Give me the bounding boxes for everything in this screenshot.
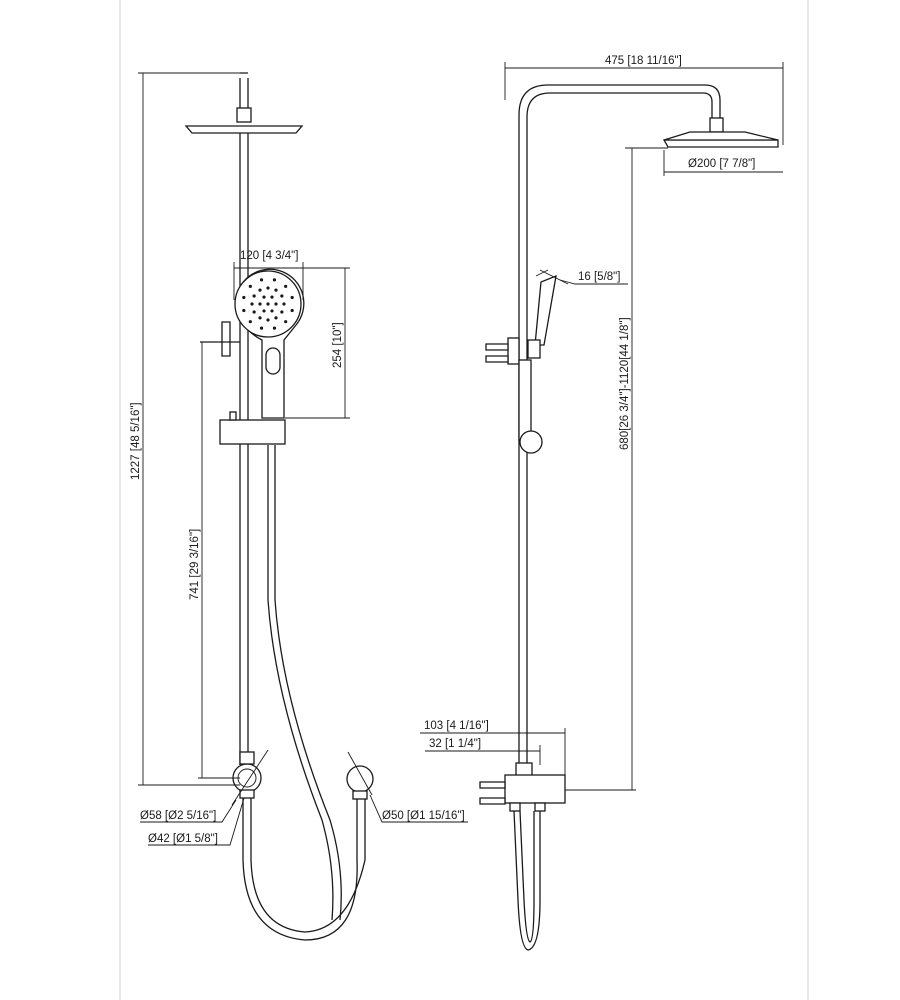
nozzle [266,286,270,290]
thickness-ext [535,269,549,277]
hand-hose [274,445,342,921]
arm-nut [236,107,252,123]
nozzle [284,320,288,324]
handshower-width-label: 120 [4 3/4"] [240,250,298,262]
side-wall-bracket [507,337,520,365]
nozzle [280,310,284,314]
nozzle [259,326,264,330]
head-diameter-label: Ø200 [7 7/8"] [688,158,755,170]
mixer-knobs [479,781,506,805]
mixer-outlet-left [509,802,521,812]
side-hand-shower [534,274,557,346]
side-arm-outer [518,84,721,765]
nozzle [242,295,246,300]
hose-outer [242,798,358,941]
nozzle [290,295,294,300]
side-holder [527,339,541,359]
slider-knob [229,411,237,421]
nozzle [248,284,252,288]
handshower-thickness-label: 16 [5/8"] [578,271,620,283]
slider-holder [219,419,286,445]
nozzle [258,288,262,292]
thickness-leader [559,279,628,285]
nozzle [258,302,262,306]
nozzle [274,316,278,320]
mixer-depth-label: 103 [4 1/16"] [424,720,489,732]
nozzle [266,318,270,322]
side-head-top [663,131,779,141]
nozzle [242,308,246,313]
diverter-connector [239,751,255,765]
nozzle [282,302,286,306]
diverter-outer-label: Ø58 [Ø2 5/16"] [140,810,216,822]
nozzle [252,310,256,314]
hand-shower-button [265,347,281,375]
wall-bracket [221,321,231,357]
hose-inner [250,798,366,933]
nozzle [274,288,278,292]
front-view: Ø50 [Ø1 15/16"] 1227 [48 5/16"] 741 [29 … [130,72,468,941]
nozzle [248,320,252,324]
handshower-height-label: 254 [10"] [332,322,344,368]
side-hose-segment [518,359,532,441]
rain-head [184,125,304,134]
nozzle [280,294,284,298]
elbow-nut [352,790,368,800]
nozzle [259,278,264,282]
diverter-leader-inner [148,797,245,846]
elbow-leader-2 [369,794,468,823]
nozzle [262,295,266,299]
nozzle [262,309,266,313]
hand-hose-2 [267,445,334,921]
riser-offset-label: 32 [1 1/4"] [429,738,481,750]
nozzle [250,302,254,306]
side-rain-head [662,139,779,148]
nozzles [242,278,294,330]
nozzle [258,316,262,320]
arm-reach-label: 475 [18 11/16"] [605,55,682,67]
adjustable-height-label: 680[26 3/4"]-1120[44 1/8"] [619,317,631,450]
mixer-outlet-right [534,802,546,812]
nozzle [270,309,274,313]
side-bracket-screws [485,343,509,363]
side-hose-inner [519,810,535,943]
nozzle [290,308,294,313]
total-height-label: 1227 [48 5/16"] [130,402,142,480]
nozzle [266,302,270,306]
side-mixer-body [504,774,566,804]
side-slider-ball [519,430,543,454]
diverter-leader-outer [140,799,237,823]
nozzle [252,294,256,298]
nozzle [270,295,274,299]
side-view: 16 [5/8"] 475 [18 11/16"] Ø200 [7 7/8"] … [420,55,784,951]
diverter-inner-label: Ø42 [Ø1 5/8"] [148,833,218,845]
nozzle [272,278,277,282]
nozzle [272,326,277,330]
diverter-nut [239,789,255,799]
nozzle [284,284,288,288]
side-hose [513,810,541,951]
riser-pipe [239,133,249,765]
diverter-leader [231,749,269,806]
side-arm-inner [526,92,713,765]
elbow-diameter-label: Ø50 [Ø1 15/16"] [382,810,465,822]
nozzle [274,302,278,306]
wall-elbow [346,765,374,793]
elbow-leader [347,751,373,796]
side-arm-nut [709,117,724,133]
bracket-height-label: 741 [29 3/16"] [189,529,201,600]
thickness-dim-line [539,269,569,285]
